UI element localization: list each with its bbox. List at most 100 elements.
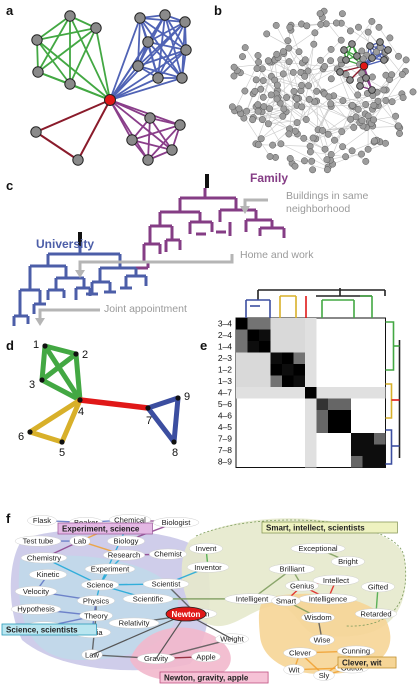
panel-c: c Family University Buildings in same ne… <box>6 171 368 326</box>
word-biology: Biology <box>114 537 139 546</box>
node <box>291 162 299 170</box>
node <box>350 124 358 131</box>
node <box>395 52 402 60</box>
node <box>323 156 331 164</box>
matrix-dendrogram-branch <box>385 429 393 465</box>
matrix-cell <box>328 398 340 410</box>
matrix-cell <box>247 318 259 330</box>
node <box>257 135 265 143</box>
node <box>298 81 306 89</box>
matrix-cell <box>236 329 248 341</box>
word-cunning: Cunning <box>342 647 370 656</box>
dendrogram-branch <box>148 224 174 244</box>
node <box>284 37 292 45</box>
matrix-cell <box>305 341 317 353</box>
matrix-cell <box>270 329 282 341</box>
node <box>364 145 372 153</box>
node <box>370 101 378 109</box>
edge <box>252 108 284 120</box>
edge <box>309 146 329 168</box>
matrix-cell <box>282 318 294 330</box>
edge <box>147 41 183 79</box>
word-sly: Sly <box>319 671 330 680</box>
node <box>358 117 366 124</box>
word-node <box>189 543 223 555</box>
node <box>306 148 314 156</box>
word-smart: Smart <box>276 596 297 605</box>
node <box>382 139 389 147</box>
matrix-cell <box>305 421 317 433</box>
node <box>77 397 83 403</box>
node <box>327 151 335 158</box>
word-wit: Wit <box>289 665 301 674</box>
node <box>309 166 317 174</box>
node <box>301 56 309 64</box>
edge <box>282 73 287 112</box>
node-label-3: 3 <box>29 379 35 391</box>
edge <box>69 83 111 101</box>
university-label: University <box>36 237 94 251</box>
edge <box>137 65 183 79</box>
edge <box>109 99 149 161</box>
node <box>310 40 318 48</box>
group-clever-box <box>337 656 397 669</box>
edge <box>290 158 328 171</box>
edge <box>300 90 329 135</box>
dendrogram-branch <box>196 230 226 236</box>
node-label-5: 5 <box>59 447 65 459</box>
node <box>30 126 42 138</box>
word-beaker: Beaker <box>74 518 99 527</box>
dendrogram-branch <box>12 314 30 326</box>
node <box>348 40 356 48</box>
word-node <box>14 585 58 597</box>
group-science-scientists-box <box>1 623 97 636</box>
word-node <box>79 610 113 622</box>
word-chemical: Chemical <box>114 515 146 524</box>
edge <box>145 395 181 411</box>
matrix-cell <box>293 341 305 353</box>
node <box>354 91 362 99</box>
dendrogram-branch <box>188 220 214 234</box>
matrix-cell <box>339 398 351 410</box>
panel-a: a <box>6 3 192 166</box>
node <box>327 100 335 108</box>
node <box>142 154 154 166</box>
matrix-cell <box>305 444 317 456</box>
node <box>166 144 178 156</box>
node <box>340 46 348 54</box>
group-experiment-label: Experiment, science <box>62 524 140 533</box>
node <box>267 91 275 99</box>
edge <box>312 120 363 139</box>
node <box>346 27 354 35</box>
node <box>254 141 262 149</box>
node <box>283 94 291 101</box>
dendrogram-branch <box>142 242 162 262</box>
word-node <box>191 651 221 663</box>
edge <box>337 68 369 117</box>
edge <box>36 27 97 41</box>
node <box>241 44 249 52</box>
family-root-marker <box>205 174 209 188</box>
node <box>362 74 370 82</box>
node <box>59 439 65 445</box>
arrow-home-work <box>78 254 234 270</box>
word-test_tube: Test tube <box>23 537 54 546</box>
node <box>370 137 378 145</box>
edge <box>36 15 71 41</box>
matrix-cell <box>236 375 248 387</box>
node <box>386 34 394 42</box>
node <box>301 72 309 80</box>
node <box>254 52 262 59</box>
node <box>358 69 366 77</box>
edge <box>307 70 317 92</box>
word-node <box>337 645 375 657</box>
matrix-cell <box>362 444 374 456</box>
node <box>72 154 84 166</box>
panel-e: e 3–42–41–42–31–21–34–75–64–64–57–97–88–… <box>200 288 401 468</box>
node <box>252 76 260 84</box>
node <box>311 29 319 37</box>
arrow-buildings <box>243 198 268 206</box>
dendrogram-branch <box>18 288 42 316</box>
